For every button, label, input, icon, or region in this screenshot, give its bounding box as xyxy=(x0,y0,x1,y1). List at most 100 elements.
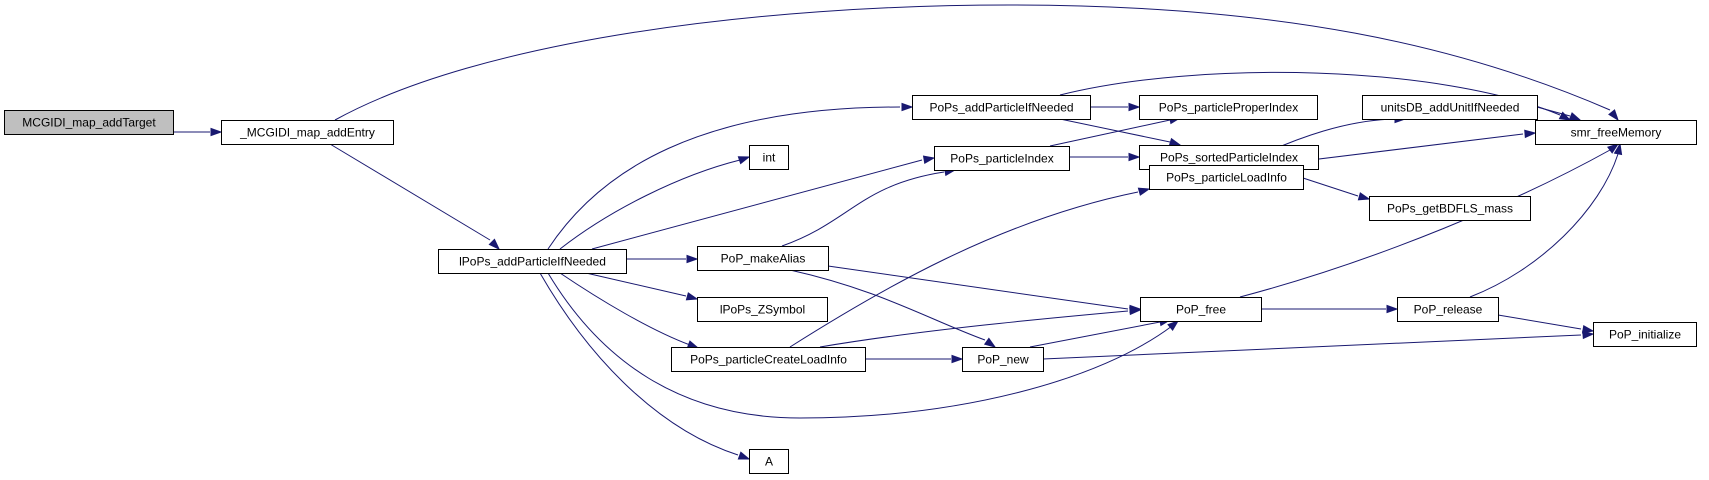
arrowhead-icon xyxy=(1357,192,1371,201)
node-box[interactable] xyxy=(1369,196,1531,221)
node-box[interactable] xyxy=(1140,297,1262,322)
node-a[interactable]: A xyxy=(749,449,789,474)
arrowhead-icon xyxy=(922,155,936,164)
node-lpops_zsymbol[interactable]: lPoPs_ZSymbol xyxy=(697,297,828,322)
edge-line xyxy=(559,272,691,346)
arrowhead-icon xyxy=(1128,102,1141,112)
arrowhead-icon xyxy=(1581,325,1595,334)
node-box[interactable] xyxy=(934,146,1070,171)
edges-layer xyxy=(173,4,1623,460)
node-label: PoPs_particleCreateLoadInfo xyxy=(690,353,847,367)
node-box[interactable] xyxy=(962,347,1044,372)
node-label: PoPs_sortedParticleIndex xyxy=(1160,151,1298,165)
edge-lpops_addParticleIfNeeded-to-a xyxy=(539,272,751,460)
node-label: PoP_makeAlias xyxy=(721,252,806,266)
arrowhead-icon xyxy=(1568,112,1582,121)
edge-line xyxy=(781,171,945,247)
node-box[interactable] xyxy=(697,297,828,322)
node-box[interactable] xyxy=(1535,120,1697,145)
node-box[interactable] xyxy=(749,145,789,170)
node-label: PoPs_particleLoadInfo xyxy=(1166,171,1287,185)
edge-lpops_addParticleIfNeeded-to-int xyxy=(559,156,751,250)
node-label: PoPs_particleIndex xyxy=(950,152,1053,166)
arrowhead-icon xyxy=(1608,109,1619,122)
node-pops_addParticleIfNeeded[interactable]: PoPs_addParticleIfNeeded xyxy=(912,95,1091,120)
arrowhead-icon xyxy=(901,102,914,112)
edge-pops_particleCreateLoadInfo-to-pop_free xyxy=(819,306,1142,348)
node-pop_free[interactable]: PoP_free xyxy=(1140,297,1262,322)
arrowhead-icon xyxy=(1129,306,1142,316)
node-box[interactable] xyxy=(1149,165,1304,190)
edge-_mcgidi_map_addEntry-to-lpops_addParticleIfNeeded xyxy=(329,143,501,251)
node-box[interactable] xyxy=(1593,322,1697,347)
edge-pop_makeAlias-to-pop_new xyxy=(789,269,997,348)
nodes-layer: MCGIDI_map_addTarget _MCGIDI_map_addEntry… xyxy=(4,95,1697,474)
arrowhead-icon xyxy=(1582,330,1595,340)
arrowhead-icon xyxy=(1607,143,1620,154)
edge-pop_new-to-pop_initialize xyxy=(1042,330,1595,360)
arrowhead-icon xyxy=(685,292,699,301)
node-pop_release[interactable]: PoP_release xyxy=(1397,297,1499,322)
edge-pop_release-to-pop_initialize xyxy=(1497,314,1595,334)
node-box[interactable] xyxy=(1139,95,1318,120)
node-box[interactable] xyxy=(1362,95,1538,120)
edge-line xyxy=(789,269,986,341)
edge-line xyxy=(547,106,901,250)
node-_mcgidi_map_addEntry[interactable]: _MCGIDI_map_addEntry xyxy=(221,120,394,145)
node-smr_freeMemory[interactable]: smr_freeMemory xyxy=(1535,120,1697,145)
edge-lpops_addParticleIfNeeded-to-pops_addParticleIfNeeded xyxy=(547,102,914,250)
edge-line xyxy=(591,159,923,250)
edge-pops_particleLoadInfo-to-pops_getBDFLS_mass xyxy=(1302,177,1371,201)
node-pop_makeAlias[interactable]: PoP_makeAlias xyxy=(697,246,829,271)
arrowhead-icon xyxy=(1168,137,1182,147)
node-box[interactable] xyxy=(671,347,866,372)
node-unitsdb_addUnitIfNeeded[interactable]: unitsDB_addUnitIfNeeded xyxy=(1362,95,1538,120)
node-label: smr_freeMemory xyxy=(1571,126,1662,140)
edge-pops_particleCreateLoadInfo-to-pop_new xyxy=(865,354,964,364)
edge-line xyxy=(585,272,687,297)
node-pops_particleLoadInfo[interactable]: PoPs_particleLoadInfo xyxy=(1149,165,1304,190)
node-box[interactable] xyxy=(697,246,829,271)
node-pop_new[interactable]: PoP_new xyxy=(962,347,1044,372)
edge-lpops_addParticleIfNeeded-to-pops_particleCreateLoadInfo xyxy=(559,272,700,349)
node-label: A xyxy=(765,455,773,469)
node-label: _MCGIDI_map_addEntry xyxy=(239,126,375,140)
edge-line xyxy=(334,4,1611,121)
node-box[interactable] xyxy=(749,449,789,474)
arrowhead-icon xyxy=(737,156,751,165)
edge-pop_release-to-smr_freeMemory xyxy=(1469,142,1623,298)
arrowhead-icon xyxy=(686,340,700,349)
node-label: MCGIDI_map_addTarget xyxy=(22,116,156,130)
edge-line xyxy=(1049,119,1171,147)
node-int[interactable]: int xyxy=(749,145,789,170)
edge-line xyxy=(1042,334,1582,360)
edge-pops_addParticleIfNeeded-to-pops_sortedParticleIndex xyxy=(1059,118,1182,147)
node-pops_getBDFLS_mass[interactable]: PoPs_getBDFLS_mass xyxy=(1369,196,1531,221)
node-box[interactable] xyxy=(1397,297,1499,322)
node-box[interactable] xyxy=(4,110,174,135)
node-label: PoP_initialize xyxy=(1609,328,1681,342)
node-pops_particleIndex[interactable]: PoPs_particleIndex xyxy=(934,146,1070,171)
arrowhead-icon xyxy=(1137,187,1151,196)
node-label: int xyxy=(763,151,776,165)
edge-line xyxy=(1239,149,1611,298)
edge-line xyxy=(539,272,739,456)
node-label: unitsDB_addUnitIfNeeded xyxy=(1381,101,1520,115)
node-lpops_addParticleIfNeeded[interactable]: lPoPs_addParticleIfNeeded xyxy=(438,249,627,274)
node-pops_particleCreateLoadInfo[interactable]: PoPs_particleCreateLoadInfo xyxy=(671,347,866,372)
node-mcgidi_map_addTarget[interactable]: MCGIDI_map_addTarget xyxy=(4,110,174,135)
arrowhead-icon xyxy=(951,354,964,364)
edge-line xyxy=(789,191,1139,348)
edge-pops_addParticleIfNeeded-to-pops_particleProperIndex xyxy=(1090,102,1141,112)
edge-mcgidi_map_addTarget-to-_mcgidi_map_addEntry xyxy=(173,127,223,137)
arrowhead-icon xyxy=(1386,304,1399,314)
edge-line xyxy=(1059,118,1171,143)
node-pop_initialize[interactable]: PoP_initialize xyxy=(1593,322,1697,347)
node-pops_particleProperIndex[interactable]: PoPs_particleProperIndex xyxy=(1139,95,1318,120)
node-box[interactable] xyxy=(438,249,627,274)
node-box[interactable] xyxy=(912,95,1091,120)
edge-line xyxy=(1497,314,1582,330)
node-label: PoPs_addParticleIfNeeded xyxy=(929,101,1073,115)
node-box[interactable] xyxy=(221,120,394,145)
